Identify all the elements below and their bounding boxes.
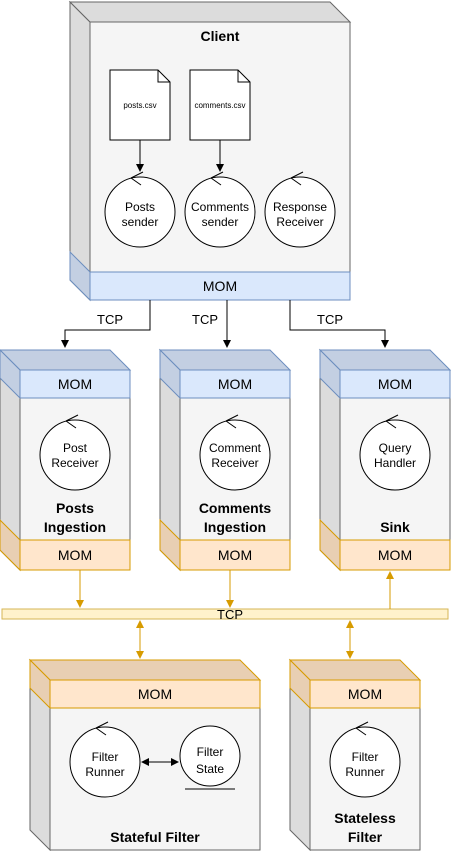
stateless-filter-node: MOM Filter Runner Stateless Filter	[288, 658, 422, 851]
stateful-filter-node: MOM Filter Runner Filter State Stateful …	[28, 658, 262, 851]
bus-label: TCP	[217, 607, 243, 622]
svg-text:MOM: MOM	[348, 686, 382, 702]
comments-ingestion-title-2: Ingestion	[204, 519, 266, 535]
svg-text:MOM: MOM	[58, 547, 92, 563]
svg-text:Receiver: Receiver	[211, 456, 258, 470]
post-receiver: Post Receiver	[39, 414, 111, 491]
tcp-label-1: TCP	[97, 312, 123, 327]
client-tcp-links: TCP TCP TCP	[61, 300, 389, 348]
posts-ingestion-mom-top	[19, 369, 131, 399]
response-receiver: Response Receiver	[264, 171, 336, 248]
query-handler: Query Handler	[359, 414, 431, 491]
svg-text:sender: sender	[202, 215, 239, 229]
svg-text:sender: sender	[122, 215, 159, 229]
svg-text:Filter: Filter	[352, 750, 379, 764]
stateless-filter-title-2: Filter	[348, 829, 383, 845]
svg-text:Response: Response	[273, 200, 327, 214]
svg-text:Runner: Runner	[85, 765, 124, 779]
file-posts-csv: posts.csv	[109, 69, 171, 141]
posts-sender: Posts sender	[104, 171, 176, 248]
file-posts-label: posts.csv	[123, 101, 156, 110]
file-comments-label: comments.csv	[194, 101, 245, 110]
svg-text:State: State	[196, 762, 224, 776]
client-node: MOM Client posts.csv comments.csv Posts …	[68, 0, 352, 302]
svg-text:Query: Query	[379, 441, 412, 455]
stateless-filter-mom	[309, 679, 421, 709]
stateless-filter-runner: Filter Runner	[329, 721, 401, 798]
comments-ingestion-node: MOM MOM Comment Receiver Comments Ingest…	[158, 348, 292, 572]
svg-text:Filter: Filter	[92, 750, 119, 764]
svg-text:Comments: Comments	[191, 200, 249, 214]
tcp-label-2: TCP	[192, 312, 218, 327]
svg-text:MOM: MOM	[218, 376, 252, 392]
client-mom-label: MOM	[203, 278, 237, 294]
tcp-label-3: TCP	[317, 312, 343, 327]
stateless-filter-title-1: Stateless	[334, 810, 396, 826]
stateful-filter-title: Stateful Filter	[110, 829, 200, 845]
svg-text:Runner: Runner	[345, 765, 384, 779]
svg-text:Filter: Filter	[197, 745, 224, 759]
svg-text:MOM: MOM	[138, 686, 172, 702]
sink-title: Sink	[380, 519, 410, 535]
sink-node: MOM MOM Query Handler Sink	[318, 348, 451, 572]
filter-state-entity: Filter State	[179, 725, 241, 790]
svg-text:MOM: MOM	[378, 547, 412, 563]
svg-text:MOM: MOM	[378, 376, 412, 392]
svg-text:Receiver: Receiver	[51, 456, 98, 470]
posts-ingestion-title-2: Ingestion	[44, 519, 106, 535]
file-comments-csv: comments.csv	[189, 69, 251, 141]
sink-mom-top	[339, 369, 451, 399]
comments-ingestion-mom-top	[179, 369, 291, 399]
client-title: Client	[201, 28, 240, 44]
svg-text:MOM: MOM	[58, 376, 92, 392]
posts-ingestion-node: MOM MOM Post Receiver Posts Ingestion	[0, 349, 132, 572]
posts-ingestion-mom-bottom	[19, 539, 131, 571]
svg-text:Comment: Comment	[209, 441, 262, 455]
client-mom	[89, 271, 351, 301]
comments-ingestion-mom-bottom	[179, 539, 291, 571]
sink-mom-bottom	[339, 539, 451, 571]
tcp-bus: TCP	[1, 570, 449, 659]
stateful-filter-mom	[49, 679, 261, 709]
svg-text:Post: Post	[63, 441, 88, 455]
comment-receiver: Comment Receiver	[199, 414, 271, 491]
stateful-filter-runner: Filter Runner	[69, 721, 141, 798]
svg-text:Handler: Handler	[374, 456, 416, 470]
posts-ingestion-title-1: Posts	[56, 500, 94, 516]
svg-text:MOM: MOM	[218, 547, 252, 563]
comments-sender: Comments sender	[184, 171, 256, 248]
svg-text:Receiver: Receiver	[276, 215, 323, 229]
comments-ingestion-title-1: Comments	[199, 500, 272, 516]
svg-text:Posts: Posts	[125, 200, 155, 214]
